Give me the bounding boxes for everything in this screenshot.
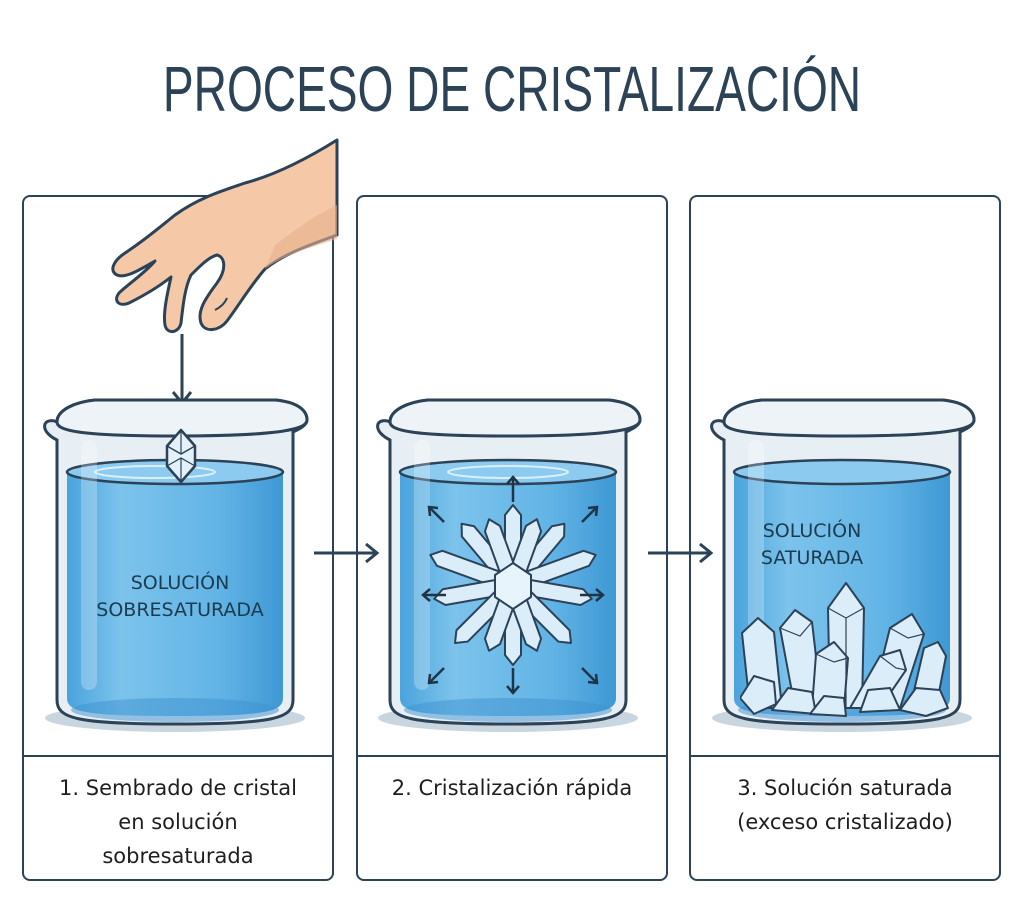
panel-divider bbox=[358, 755, 666, 757]
beaker-1-label: SOLUCIÓN SOBRESATURADA bbox=[60, 570, 300, 624]
caption-line: (exceso cristalizado) bbox=[737, 810, 953, 834]
seed-crystal-icon bbox=[164, 428, 198, 484]
caption-line: 1. Sembrado de cristal bbox=[59, 776, 297, 800]
hand-icon bbox=[105, 135, 340, 340]
step-3-caption: 3. Solución saturada (exceso cristalizad… bbox=[691, 771, 999, 839]
label-line: SOLUCIÓN bbox=[762, 520, 862, 542]
radial-arrows-icon bbox=[418, 470, 608, 700]
caption-line: en solución bbox=[118, 810, 238, 834]
label-line: SOLUCIÓN bbox=[130, 572, 230, 594]
diagram-title: PROCESO DE CRISTALIZACIÓN bbox=[162, 53, 862, 125]
panel-divider bbox=[691, 755, 999, 757]
beaker-3-label: SOLUCIÓN SATURADA bbox=[742, 518, 882, 572]
flow-arrow-step-2-to-3 bbox=[648, 542, 714, 564]
step-2-caption: 2. Cristalización rápida bbox=[358, 771, 666, 805]
label-line: SOBRESATURADA bbox=[96, 599, 264, 621]
panel-divider bbox=[24, 755, 332, 757]
beaker-icon bbox=[35, 380, 317, 736]
caption-line: 2. Cristalización rápida bbox=[391, 776, 633, 800]
caption-line: sobresaturada bbox=[102, 844, 254, 868]
step-1-caption: 1. Sembrado de cristal en solución sobre… bbox=[24, 771, 332, 873]
crystal-cluster-icon bbox=[740, 578, 955, 718]
crystal-burst-icon bbox=[418, 500, 608, 670]
caption-line: 3. Solución saturada bbox=[737, 776, 953, 800]
flow-arrow-step-1-to-2 bbox=[314, 542, 380, 564]
label-line: SATURADA bbox=[760, 547, 864, 569]
